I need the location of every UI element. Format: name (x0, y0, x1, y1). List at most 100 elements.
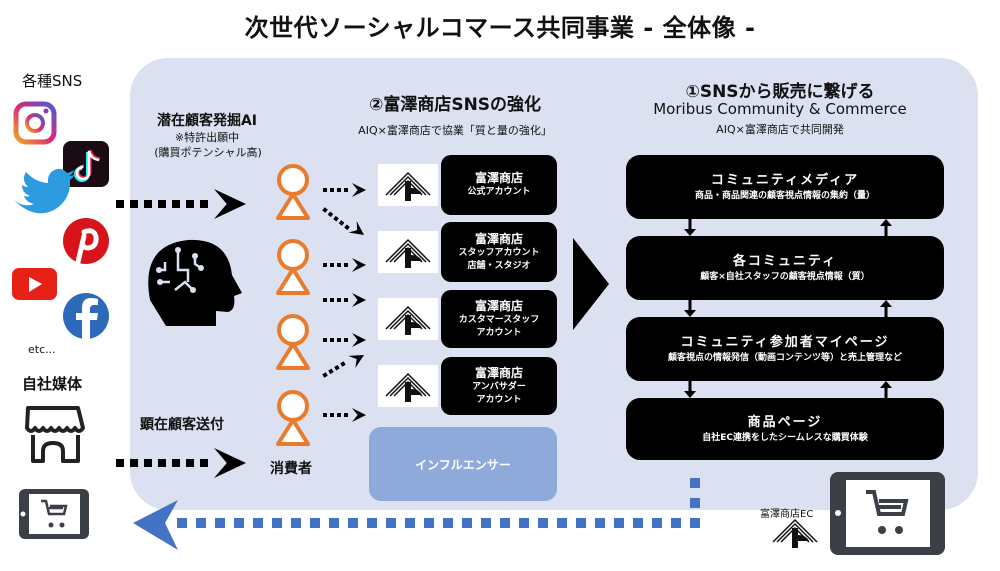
ec-tablet-cart-icon (830, 472, 945, 555)
tomizawa-logo-mark (385, 373, 431, 403)
ai-head-icon (148, 239, 242, 326)
consumer-arrow-dot (344, 188, 348, 192)
consumer-arrow-dot (323, 338, 327, 342)
consumer-arrow-head (352, 183, 366, 197)
account-desc: アンバサダー (472, 381, 526, 392)
consumer-arrow-dot (330, 263, 334, 267)
return-arrow-dot (234, 518, 244, 528)
return-arrow-dot (595, 518, 605, 528)
page-title: 次世代ソーシャルコマース共同事業 - 全体像 - (244, 14, 756, 42)
consumer-arrow-dot (344, 298, 348, 302)
big-right-arrow (573, 238, 609, 330)
consumer-arrow-dot (344, 263, 348, 267)
step-head: 商品ページ (747, 414, 823, 430)
tomizawa-logo-mark (385, 172, 431, 202)
sns-label: 各種SNS (22, 72, 83, 90)
section1-title: ①SNSから販売に繋げる (685, 82, 875, 102)
step-head: コミュニティ参加者マイページ (680, 334, 890, 350)
account-name: 富澤商店 (474, 171, 523, 185)
exposed-customer-label: 顕在顧客送付 (140, 417, 224, 433)
return-arrow-dot (253, 518, 263, 528)
sns-arrow-dot (116, 200, 124, 208)
tomizawa-logo-mark (385, 239, 431, 269)
consumer-arrow-dot (337, 263, 341, 267)
return-arrow-dot (272, 518, 282, 528)
own-media-arrow-dot (158, 459, 166, 467)
own-media-arrow-dot (186, 459, 194, 467)
consumer-arrow-dot (330, 338, 334, 342)
return-arrow-dot (177, 518, 187, 528)
consumer-arrow-dot (323, 413, 327, 417)
facebook-icon (63, 293, 109, 340)
return-arrow-dot (424, 518, 434, 528)
return-arrow-dot (519, 518, 529, 528)
instagram-icon (13, 101, 57, 145)
step-desc: 顧客×自社スタッフの顧客視点情報（質） (700, 271, 870, 282)
return-arrow-dot (690, 518, 700, 528)
account-desc: 公式アカウント (467, 187, 531, 197)
consumer-arrow-dot (323, 298, 327, 302)
return-arrow-dot (557, 518, 567, 528)
consumer-arrow-dot (344, 338, 348, 342)
consumer-icon (276, 239, 310, 295)
consumer-arrow-dot (330, 298, 334, 302)
return-arrow-dot (633, 518, 643, 528)
account-desc: アカウント (476, 394, 522, 405)
consumer-arrow-dot (322, 372, 328, 378)
return-arrow-dot (348, 518, 358, 528)
consumer-arrow-dot (338, 220, 345, 226)
sns-arrow-dot (158, 200, 166, 208)
consumer-arrow-dot (337, 413, 341, 417)
tablet-cart-icon (19, 489, 89, 539)
return-arrow-dot (215, 518, 225, 528)
sns-arrow-dot (144, 200, 152, 208)
account-desc: アカウント (476, 327, 522, 338)
return-arrow-dot (538, 518, 548, 528)
return-arrow-dot (690, 498, 700, 508)
consumer-arrow-dot (330, 413, 334, 417)
consumer-arrow-dot (327, 211, 334, 218)
return-arrow-dot (329, 518, 339, 528)
own-media-arrow-dot (172, 459, 180, 467)
ai-title: 潜在顧客発掘AI (156, 113, 258, 129)
section2-subtitle: AIQ×富澤商店で協業「質と量の強化」 (358, 124, 552, 137)
account-name: 富澤商店 (474, 231, 523, 246)
account-desc: 店舗・スタジオ (467, 260, 531, 271)
consumer-arrow-dot (337, 298, 341, 302)
return-arrow-dot (690, 478, 700, 488)
youtube-icon (12, 268, 57, 300)
consumer-arrow-head (352, 333, 366, 347)
consumer-arrow-head (352, 258, 366, 272)
twitter-icon (14, 168, 75, 214)
return-arrow-dot (310, 518, 320, 528)
consumer-arrow-dot (337, 338, 341, 342)
own-media-arrow-dot (130, 459, 138, 467)
return-arrow-dot (500, 518, 510, 528)
ai-note2: (購買ポテンシャル高) (154, 146, 262, 159)
store-icon (25, 406, 85, 463)
account-box: 富澤商店 カスタマースタッフ アカウント (441, 290, 557, 348)
consumer-arrow-dot (322, 207, 328, 213)
consumer-arrow-dot (323, 188, 327, 192)
return-arrow-dot (614, 518, 624, 528)
return-arrow-dot (443, 518, 453, 528)
return-arrow-dot (652, 518, 662, 528)
section1-subtitle-en: Moribus Community & Commerce (653, 100, 907, 118)
tomizawa-logo-mark (385, 306, 431, 336)
consumer-arrow-head (352, 408, 366, 422)
return-arrow-dot (405, 518, 415, 528)
consumer-arrow-dot (337, 188, 341, 192)
account-box: 富澤商店 スタッフアカウント 店舗・スタジオ (441, 222, 557, 282)
own-media-arrow-dot (116, 459, 124, 467)
own-media-arrow-head (214, 448, 246, 478)
step-desc: 顧客視点の情報発信（動画コンテンツ等）と売上管理など (667, 352, 902, 363)
sns-arrow-dot (200, 200, 208, 208)
flow-step-communities: 各コミュニティ 顧客×自社スタッフの顧客視点情報（質） (626, 236, 944, 300)
sns-arrow-dot (172, 200, 180, 208)
return-arrow-dot (481, 518, 491, 528)
return-arrow-dot (291, 518, 301, 528)
account-desc: カスタマースタッフ (458, 314, 540, 325)
step-desc: 商品・商品関連の顧客視点情報の集約（量） (694, 190, 875, 201)
section1-subtitle: AIQ×富澤商店で共同開発 (716, 123, 844, 136)
flow-up-arrow-head (880, 219, 892, 226)
